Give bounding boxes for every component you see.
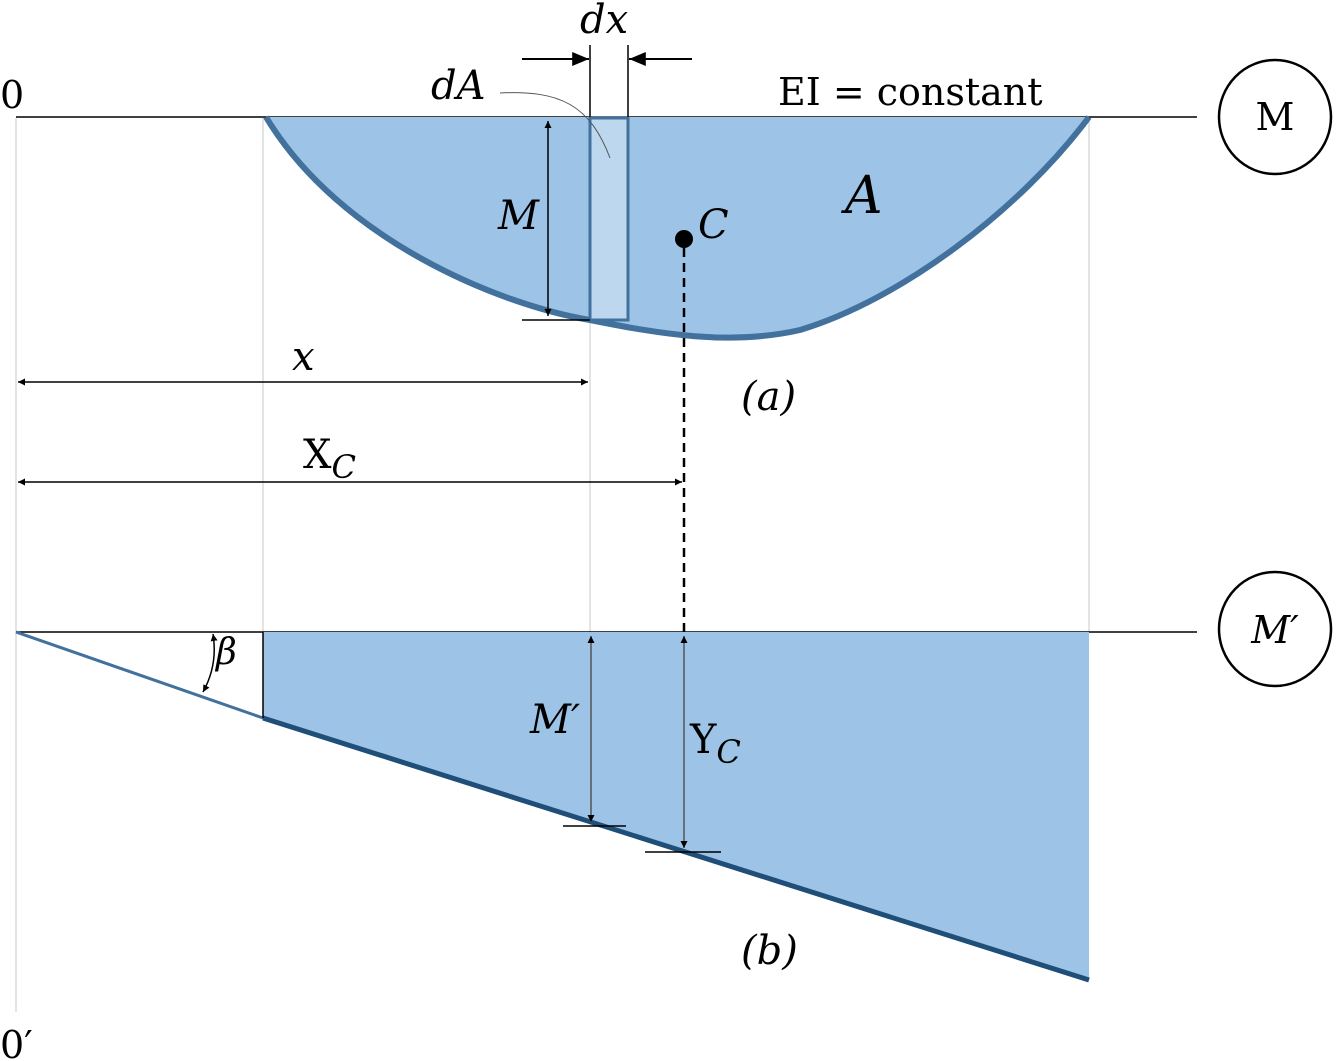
xc-label: XC — [303, 432, 356, 486]
centroid-dot — [675, 230, 693, 248]
dA-label: dA — [431, 63, 486, 109]
caption-a: (a) — [741, 374, 796, 420]
beta-label: β — [214, 632, 237, 673]
origin-bottom-label: 0′ — [0, 1023, 33, 1061]
yc-label: YC — [689, 717, 741, 771]
beta-angle-arc — [202, 633, 218, 693]
x-label: x — [292, 334, 315, 380]
xc-label-main: X — [303, 432, 332, 478]
origin-top-label: 0 — [0, 73, 24, 117]
circle-m-label: M — [1256, 95, 1295, 139]
m-prime-height-label: M′ — [529, 697, 580, 743]
m-prime-line — [262, 715, 1090, 983]
centroid-label: C — [698, 202, 729, 248]
dx-label: dx — [580, 0, 628, 43]
caption-b: (b) — [741, 928, 798, 974]
ei-constant-label: EI = constant — [778, 70, 1043, 114]
m-prime-area-shape — [263, 632, 1089, 980]
m-height-label: M — [497, 193, 540, 239]
guide-lines — [15, 118, 1090, 1012]
xc-label-sub: C — [331, 448, 355, 486]
dA-leader — [499, 92, 611, 159]
circle-m — [1217, 58, 1333, 176]
yc-label-sub: C — [716, 733, 740, 771]
strip-dA — [588, 116, 630, 322]
circle-m-prime — [1217, 570, 1333, 688]
m-prime-line-extension — [15, 630, 264, 720]
moment-area-shape — [266, 117, 1089, 338]
moment-curve — [263, 115, 1092, 341]
circle-m-prime-label: M′ — [1250, 608, 1299, 652]
yc-label-main: Y — [689, 717, 717, 763]
area-label: A — [841, 166, 883, 226]
